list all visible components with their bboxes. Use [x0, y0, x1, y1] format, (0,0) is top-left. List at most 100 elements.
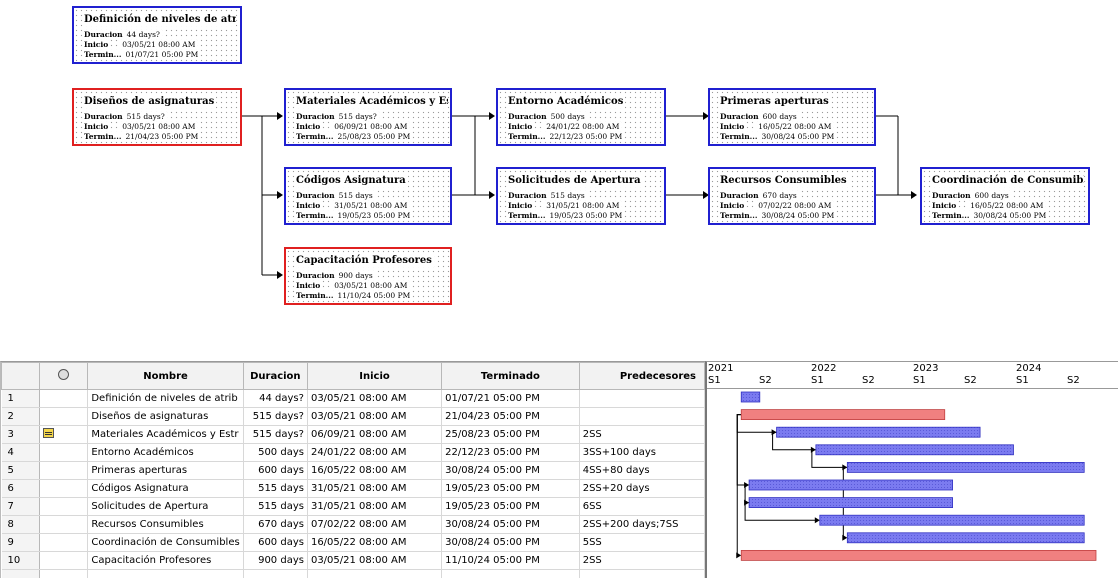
- predecessors-cell[interactable]: 2SS: [579, 426, 704, 444]
- gantt-bar[interactable]: [741, 410, 944, 420]
- predecessors-cell[interactable]: 4SS+80 days: [579, 462, 704, 480]
- row-id-cell[interactable]: 7: [2, 498, 40, 516]
- start-cell[interactable]: 03/05/21 08:00 AM: [307, 552, 441, 570]
- indicators-cell[interactable]: [40, 408, 88, 426]
- indicators-cell[interactable]: [40, 498, 88, 516]
- duration-cell[interactable]: 900 days: [243, 552, 307, 570]
- gantt-bar[interactable]: [816, 445, 1014, 455]
- predecessors-cell[interactable]: 5SS: [579, 534, 704, 552]
- row-id-cell[interactable]: 4: [2, 444, 40, 462]
- name-cell[interactable]: Coordinación de Consumibles: [88, 534, 243, 552]
- duration-column-header[interactable]: Duracion: [243, 363, 307, 390]
- predecessors-cell[interactable]: [579, 408, 704, 426]
- row-id-cell[interactable]: 3: [2, 426, 40, 444]
- name-cell[interactable]: Códigos Asignatura: [88, 480, 243, 498]
- finish-cell[interactable]: 30/08/24 05:00 PM: [442, 534, 580, 552]
- row-id-cell[interactable]: 10: [2, 552, 40, 570]
- gantt-bar[interactable]: [847, 462, 1084, 472]
- name-cell[interactable]: Capacitación Profesores: [88, 552, 243, 570]
- row-id-cell[interactable]: 5: [2, 462, 40, 480]
- gantt-bar[interactable]: [820, 515, 1084, 525]
- duration-cell[interactable]: 515 days?: [243, 408, 307, 426]
- indicators-cell[interactable]: [40, 534, 88, 552]
- finish-cell[interactable]: 19/05/23 05:00 PM: [442, 498, 580, 516]
- finish-cell[interactable]: 25/08/23 05:00 PM: [442, 426, 580, 444]
- start-cell[interactable]: 07/02/22 08:00 AM: [307, 516, 441, 534]
- start-cell[interactable]: 24/01/22 08:00 AM: [307, 444, 441, 462]
- duration-cell[interactable]: 44 days?: [243, 390, 307, 408]
- duration-cell[interactable]: 515 days: [243, 480, 307, 498]
- name-cell[interactable]: Solicitudes de Apertura: [88, 498, 243, 516]
- predecessors-cell[interactable]: [579, 390, 704, 408]
- indicators-cell[interactable]: [40, 552, 88, 570]
- finish-cell[interactable]: 01/07/21 05:00 PM: [442, 390, 580, 408]
- indicators-cell[interactable]: [40, 444, 88, 462]
- indicators-cell[interactable]: [40, 426, 88, 444]
- name-cell[interactable]: Recursos Consumibles: [88, 516, 243, 534]
- gantt-bar[interactable]: [741, 550, 1096, 560]
- row-id-cell[interactable]: 2: [2, 408, 40, 426]
- start-cell[interactable]: 31/05/21 08:00 AM: [307, 480, 441, 498]
- predecessors-cell[interactable]: 2SS+200 days;7SS: [579, 516, 704, 534]
- indicators-cell[interactable]: [40, 390, 88, 408]
- task-node-definicion[interactable]: Definición de niveles de atrib... Duraci…: [72, 6, 242, 64]
- row-id-cell[interactable]: 8: [2, 516, 40, 534]
- finish-cell[interactable]: 22/12/23 05:00 PM: [442, 444, 580, 462]
- indicators-cell[interactable]: [40, 462, 88, 480]
- row-id-cell[interactable]: 1: [2, 390, 40, 408]
- task-node-materiales[interactable]: Materiales Académicos y Estr... Duracion…: [284, 88, 452, 146]
- duration-cell[interactable]: 500 days: [243, 444, 307, 462]
- name-cell[interactable]: Primeras aperturas: [88, 462, 243, 480]
- start-cell[interactable]: 06/09/21 08:00 AM: [307, 426, 441, 444]
- name-column-header[interactable]: Nombre: [88, 363, 243, 390]
- duration-cell[interactable]: 600 days: [243, 462, 307, 480]
- row-id-header[interactable]: [2, 363, 40, 390]
- predecessors-cell[interactable]: 2SS: [579, 552, 704, 570]
- finish-cell[interactable]: 11/10/24 05:00 PM: [442, 552, 580, 570]
- duration-cell[interactable]: 600 days: [243, 534, 307, 552]
- row-id-cell[interactable]: 9: [2, 534, 40, 552]
- start-column-header[interactable]: Inicio: [307, 363, 441, 390]
- finish-cell[interactable]: 30/08/24 05:00 PM: [442, 462, 580, 480]
- indicators-cell[interactable]: [40, 480, 88, 498]
- start-cell[interactable]: 03/05/21 08:00 AM: [307, 390, 441, 408]
- notes-icon[interactable]: [43, 428, 54, 438]
- start-cell[interactable]: 16/05/22 08:00 AM: [307, 462, 441, 480]
- name-cell[interactable]: Materiales Académicos y Estr: [88, 426, 243, 444]
- gantt-bar[interactable]: [741, 392, 760, 402]
- duration-cell[interactable]: 515 days?: [243, 426, 307, 444]
- indicators-cell[interactable]: [40, 516, 88, 534]
- finish-cell[interactable]: 30/08/24 05:00 PM: [442, 516, 580, 534]
- predecessors-cell[interactable]: 6SS: [579, 498, 704, 516]
- predecessors-cell[interactable]: 2SS+20 days: [579, 480, 704, 498]
- predecessors-column-header[interactable]: Predecesores: [579, 363, 704, 390]
- gantt-chart[interactable]: 2021 2022 2023 2024 S1 S2 S1 S2 S1 S2 S1…: [705, 361, 1118, 578]
- gantt-bar[interactable]: [749, 498, 952, 508]
- finish-column-header[interactable]: Terminado: [442, 363, 580, 390]
- start-cell[interactable]: 03/05/21 08:00 AM: [307, 408, 441, 426]
- finish-cell[interactable]: 19/05/23 05:00 PM: [442, 480, 580, 498]
- name-cell[interactable]: Entorno Académicos: [88, 444, 243, 462]
- predecessors-cell[interactable]: 3SS+100 days: [579, 444, 704, 462]
- name-cell[interactable]: Definición de niveles de atrib: [88, 390, 243, 408]
- duration-cell[interactable]: 515 days: [243, 498, 307, 516]
- duration-cell[interactable]: 670 days: [243, 516, 307, 534]
- gantt-bar[interactable]: [847, 533, 1084, 543]
